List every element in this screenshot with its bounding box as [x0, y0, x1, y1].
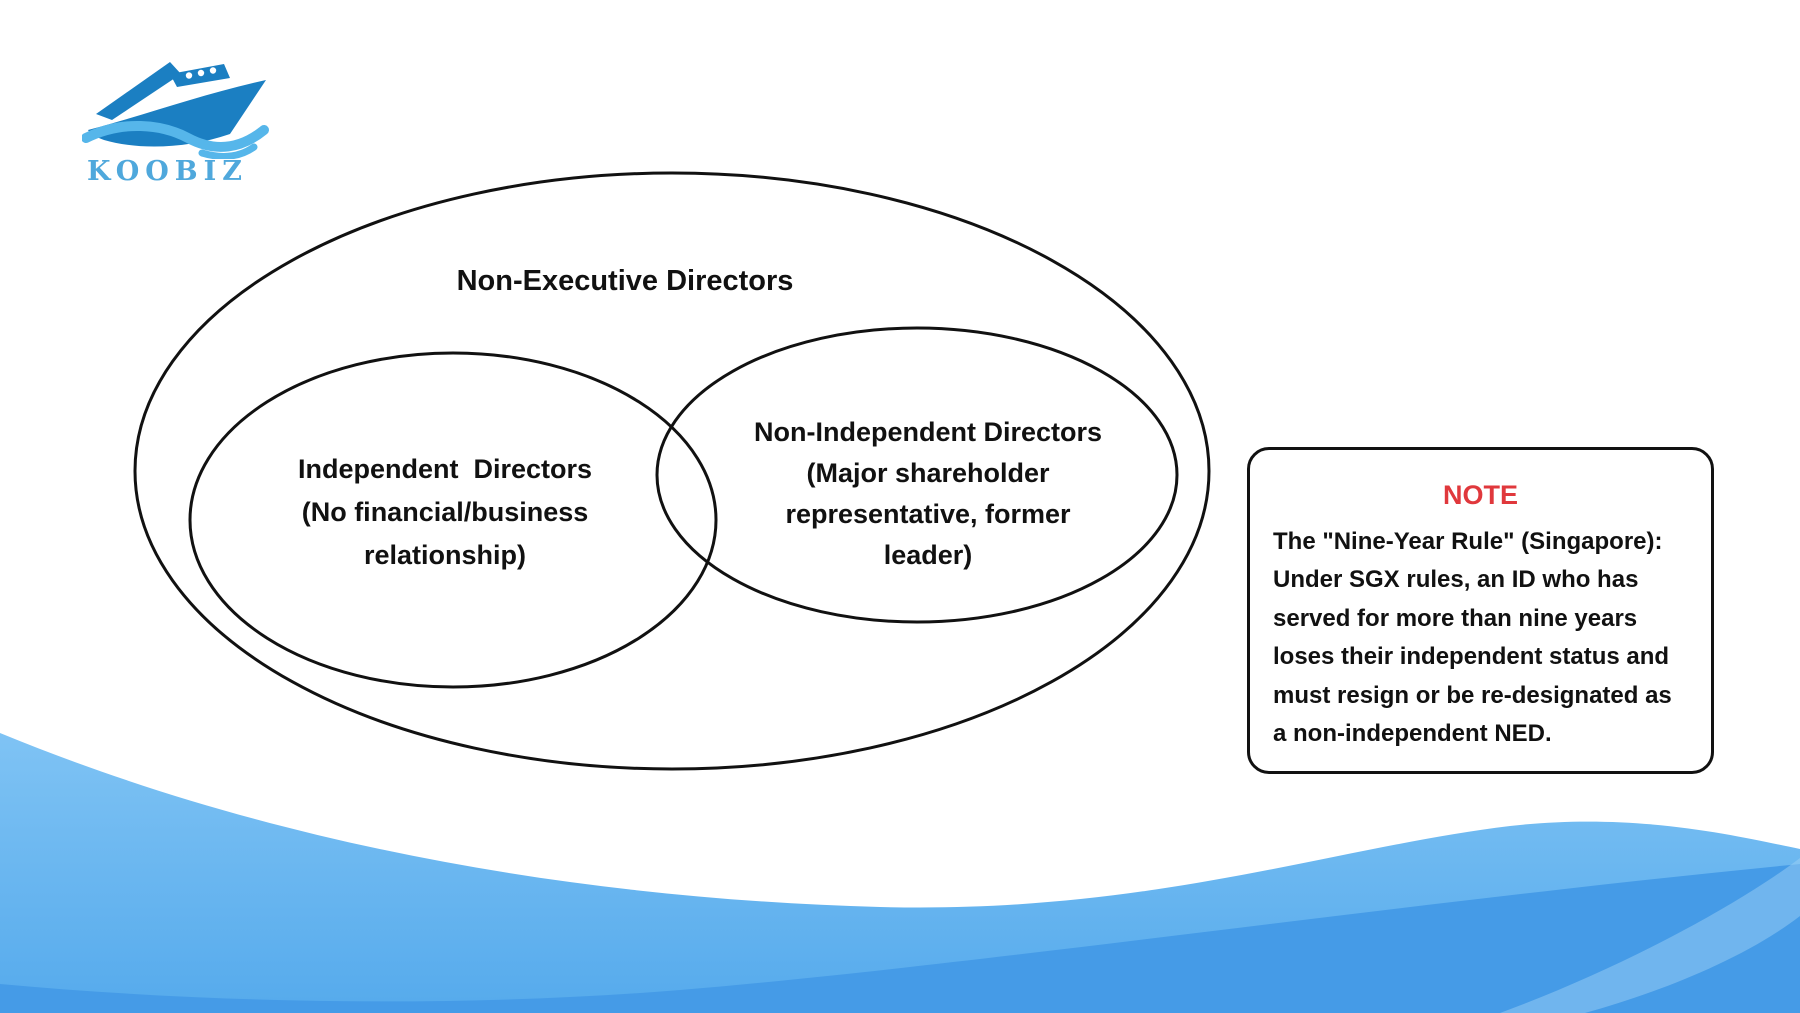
left-ellipse-label-line: relationship) [363, 540, 527, 570]
right-ellipse-label-line: (Major shareholder [806, 458, 1050, 488]
left-ellipse-label-line: Independent Directors [297, 454, 593, 484]
note-body-line: loses their independent status and [1273, 643, 1670, 671]
ship-icon [82, 62, 269, 159]
brand-name: KOOBIZ [87, 156, 248, 187]
note-body-line: The "Nine-Year Rule" (Singapore): [1273, 528, 1663, 555]
right-ellipse-label-line: representative, former [785, 499, 1071, 529]
note-body-line: must resign or be re-designated as [1273, 681, 1672, 709]
koobiz-logo: KOOBIZ [60, 52, 275, 192]
note-box: NOTE The "Nine-Year Rule" (Singapore): U… [1247, 447, 1714, 774]
right-ellipse-label: Non-Independent Directors (Major shareho… [754, 412, 1102, 576]
left-ellipse-label-line: (No financial/business [301, 497, 589, 527]
outer-ellipse-label: Non-Executive Directors [456, 265, 794, 297]
note-body-line: Under SGX rules, an ID who has [1273, 566, 1639, 594]
left-ellipse-label: Independent Directors (No financial/busi… [298, 448, 592, 577]
right-ellipse-non-independent [655, 326, 1179, 624]
note-title: NOTE [1442, 480, 1518, 510]
note-body-line: served for more than nine years [1273, 604, 1638, 632]
outer-ellipse-non-executive [133, 171, 1211, 771]
right-ellipse-label-line: Non-Independent Directors [753, 417, 1103, 447]
note-body-line: a non-independent NED. [1273, 720, 1552, 748]
right-ellipse-label-line: leader) [883, 540, 973, 570]
left-ellipse-independent [188, 351, 718, 689]
